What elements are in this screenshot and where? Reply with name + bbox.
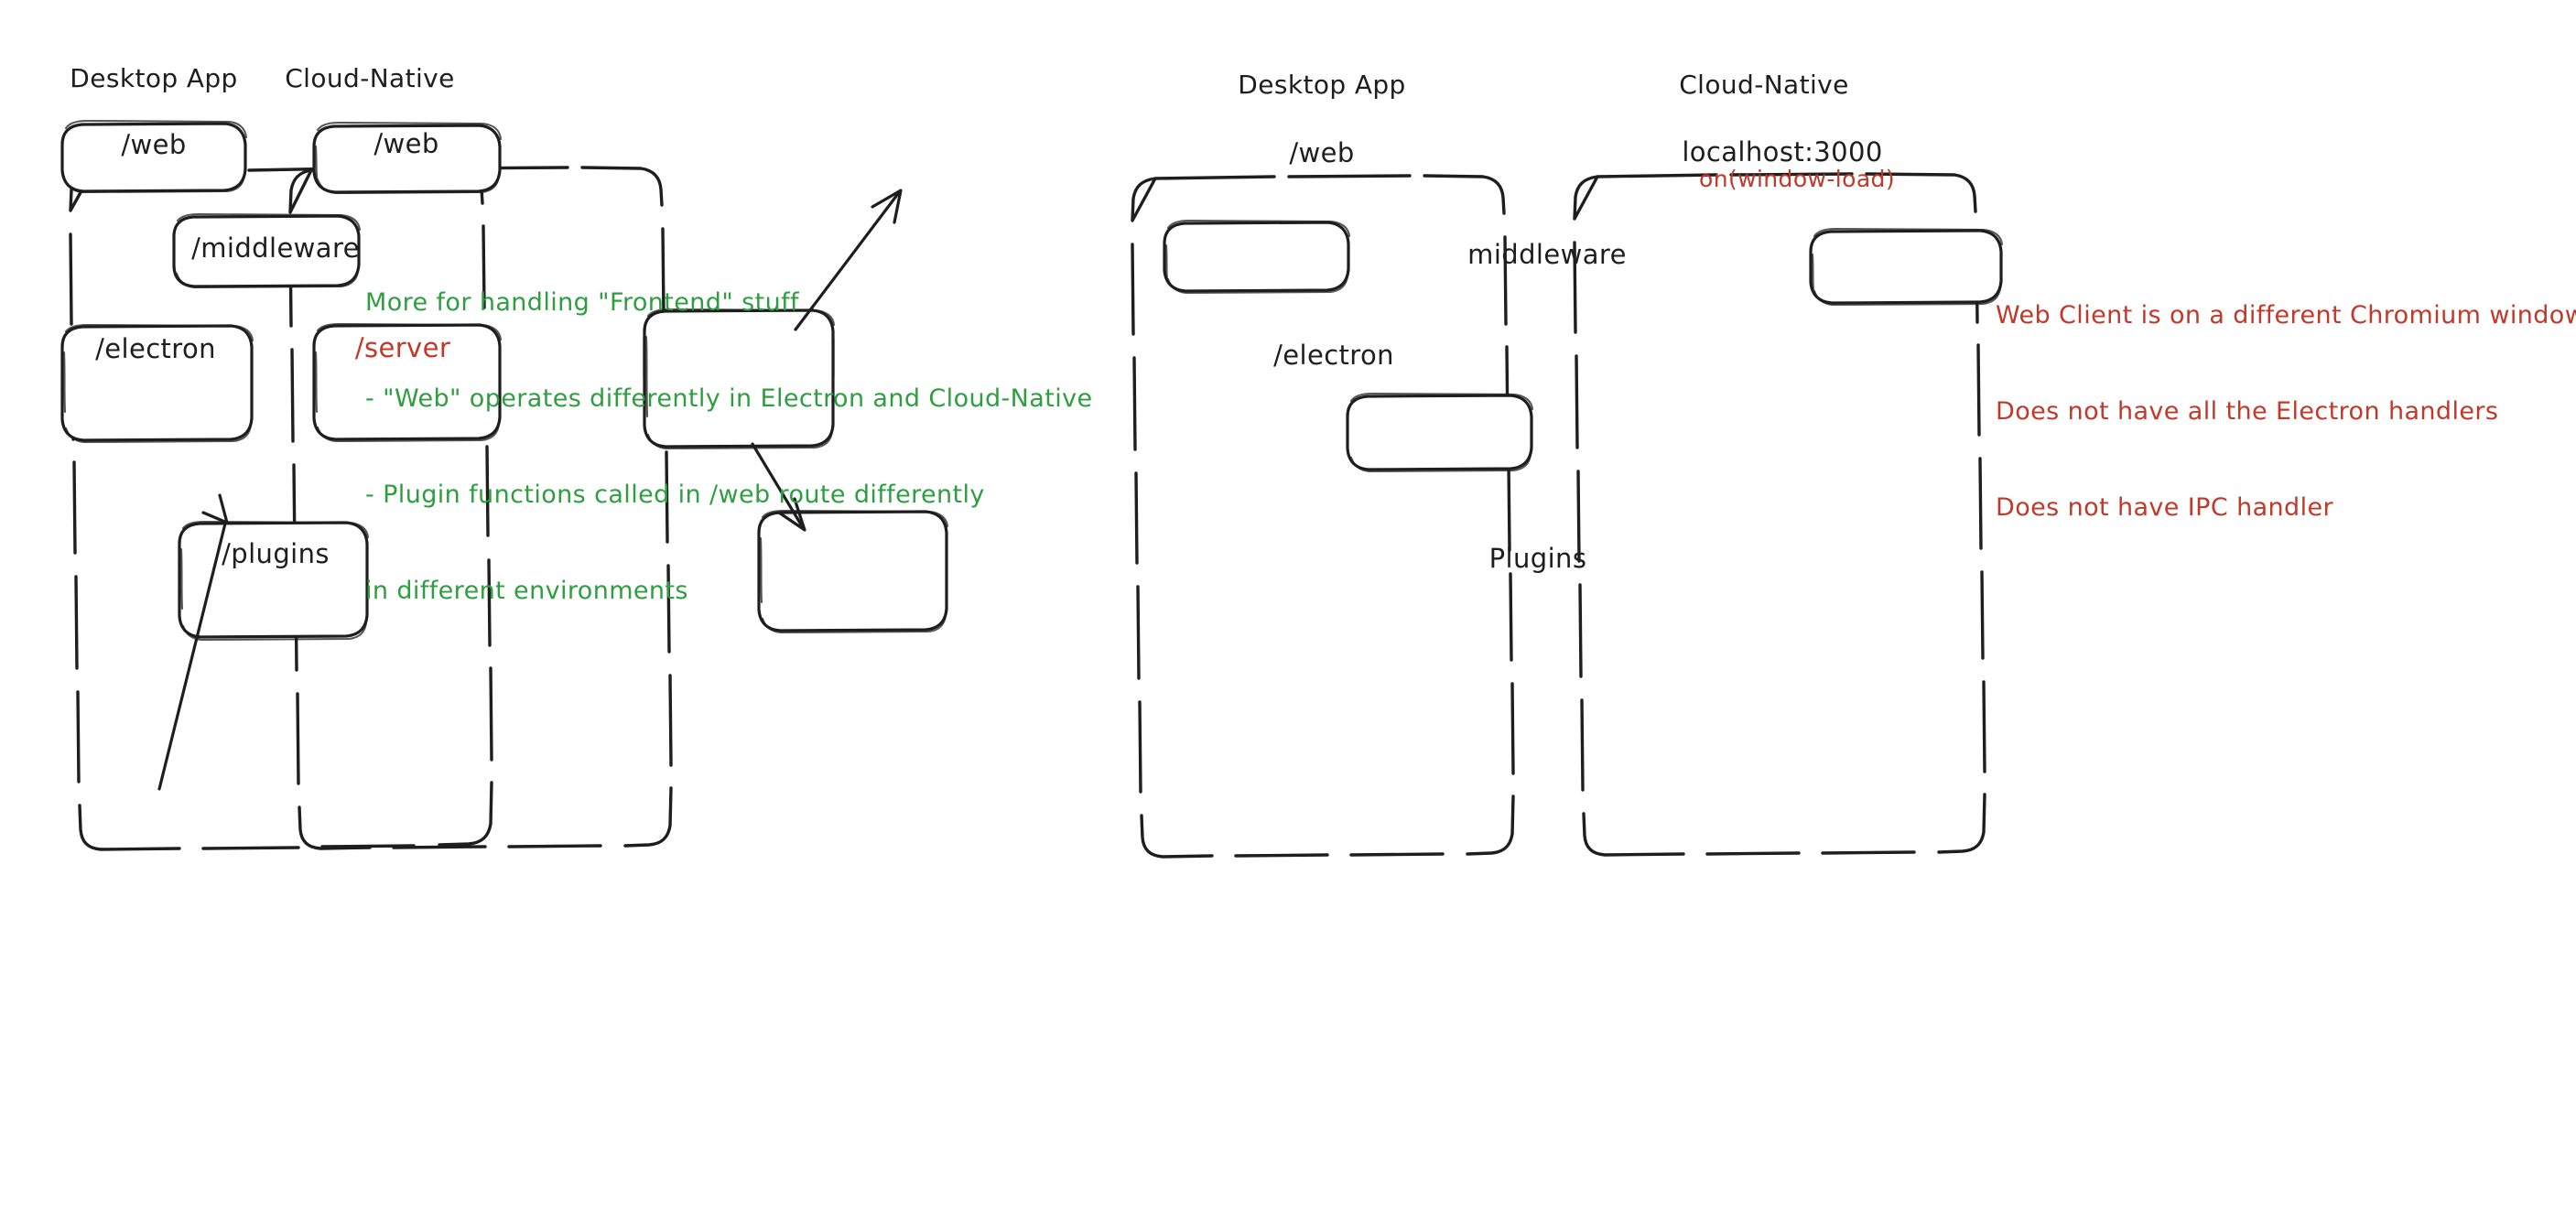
node-label-right-desktop-web: /web [1289, 137, 1355, 168]
node-left-middleware[interactable] [172, 212, 362, 289]
node-right-middleware[interactable] [1346, 392, 1534, 473]
annotation-red-note: Web Client is on a different Chromium wi… [1996, 235, 2576, 588]
arrow-left-electron-to-plugins [157, 493, 229, 791]
group-right-cloud-native [1573, 172, 1986, 857]
group-right-desktop-app [1131, 174, 1515, 859]
annotation-red-line-1: Web Client is on a different Chromium wi… [1996, 301, 2576, 330]
node-right-localhost[interactable] [1809, 227, 2004, 307]
annotation-red-line-2: Does not have all the Electron handlers [1996, 397, 2499, 426]
annotation-red-line-3: Does not have IPC handler [1996, 493, 2334, 522]
node-label-left-plugins: /plugins [222, 538, 330, 569]
node-label-left-server: /server [354, 332, 451, 363]
annotation-green-line-4: in different environments [365, 577, 688, 605]
node-right-desktop-web[interactable] [1163, 219, 1351, 295]
annotation-green-line-3: - Plugin functions called in /web route … [365, 481, 985, 509]
node-right-plugins[interactable] [757, 509, 949, 634]
node-label-left-desktop-web: /web [121, 129, 187, 160]
group-title-right-desktop-app: Desktop App [1238, 70, 1406, 100]
node-label-right-localhost: localhost:3000 [1682, 136, 1883, 168]
node-label-right-middleware: middleware [1467, 239, 1627, 270]
node-left-server[interactable] [312, 322, 503, 443]
annotation-green-note: More for handling "Frontend" stuff - "We… [365, 222, 1093, 671]
node-left-cloud-web[interactable] [312, 121, 503, 195]
node-sublabel-right-localhost: on(window-load) [1699, 166, 1895, 192]
group-title-left-cloud-native: Cloud-Native [285, 63, 455, 93]
node-label-right-plugins: Plugins [1488, 543, 1587, 574]
node-left-desktop-web[interactable] [60, 119, 248, 237]
group-title-right-cloud-native: Cloud-Native [1679, 70, 1849, 100]
node-left-electron[interactable] [60, 323, 254, 444]
arrow-right-electron-to-localhost [794, 189, 903, 331]
node-label-left-middleware: /middleware [191, 232, 360, 264]
node-right-electron[interactable] [643, 308, 836, 450]
annotation-green-line-1: More for handling "Frontend" stuff [365, 288, 799, 317]
node-label-right-electron: /electron [1273, 340, 1394, 371]
annotation-green-line-2: - "Web" operates differently in Electron… [365, 384, 1093, 413]
node-left-plugins[interactable] [178, 520, 370, 642]
arrow-right-electron-to-plugins [751, 442, 806, 532]
node-label-left-electron: /electron [95, 333, 216, 364]
group-title-left-desktop-app: Desktop App [70, 63, 238, 93]
node-label-left-cloud-web: /web [373, 128, 439, 159]
